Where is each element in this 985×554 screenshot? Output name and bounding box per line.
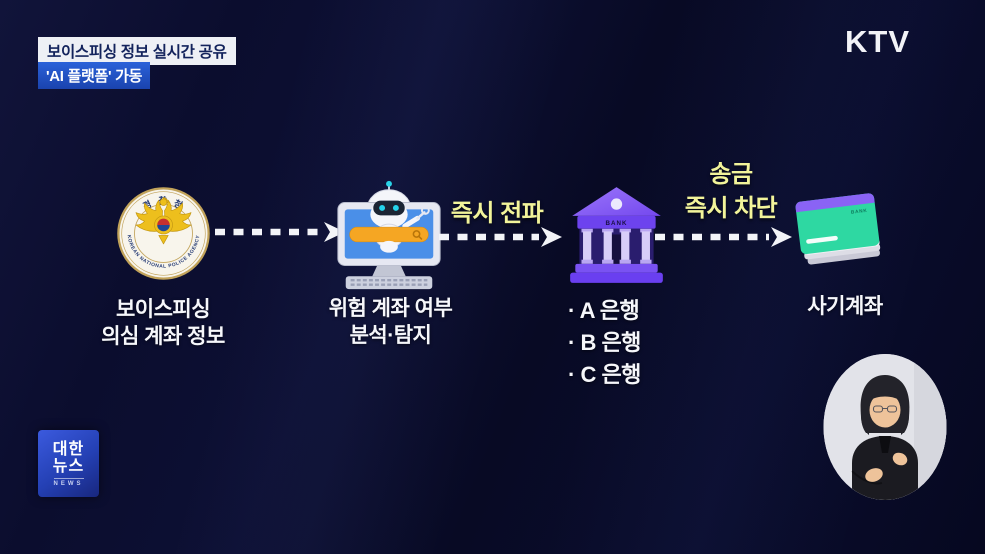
channel-logo: KTV bbox=[845, 24, 910, 59]
fraud-label: 사기계좌 bbox=[807, 295, 883, 318]
police-node-label: 보이스피싱 의심 계좌 정보 bbox=[78, 296, 248, 350]
edge-broadcast-text: 즉시 전파 bbox=[450, 200, 544, 227]
bank-list-item: · A 은행 bbox=[568, 298, 640, 323]
eagle-icon bbox=[135, 197, 192, 245]
bank-columns bbox=[581, 228, 652, 264]
bank-building-icon: BANK bbox=[570, 187, 663, 283]
passbook-icon: BANK bbox=[795, 193, 881, 265]
bank-sign-text: BANK bbox=[606, 220, 628, 227]
dashed-arrow-icon bbox=[655, 227, 792, 247]
news-logo-line1: 대한 bbox=[52, 440, 85, 458]
ai-node-label: 위험 계좌 여부 분석·탐지 bbox=[303, 295, 478, 349]
headline-secondary: 'AI 플랫폼' 가동 bbox=[38, 62, 151, 89]
edge-block-label: 송금 즉시 차단 bbox=[664, 158, 798, 226]
bank-list: · A 은행 · B 은행 · C 은행 bbox=[568, 295, 641, 391]
bank-list-item: · C 은행 bbox=[568, 362, 641, 387]
sign-language-interpreter bbox=[823, 354, 947, 500]
police-emblem-icon: 경 찰 청 KOREAN NATIONAL POLICE AGENCY bbox=[117, 187, 210, 280]
police-label-line1: 보이스피싱 bbox=[115, 298, 211, 321]
ai-label-line2: 분석·탐지 bbox=[349, 324, 432, 347]
police-label-line2: 의심 계좌 정보 bbox=[101, 325, 225, 348]
bank-list-item: · B 은행 bbox=[568, 330, 641, 355]
fraud-node-label: 사기계좌 bbox=[786, 293, 904, 320]
news-logo-sub: NEWS bbox=[53, 477, 84, 487]
edge-block-line1: 송금 bbox=[709, 161, 753, 188]
dashed-arrow-icon bbox=[215, 222, 345, 242]
edge-broadcast-label: 즉시 전파 bbox=[434, 193, 560, 228]
taegeuk-icon bbox=[157, 218, 170, 232]
headline-primary: 보이스피싱 정보 실시간 공유 bbox=[38, 37, 236, 65]
passbook-sign-text: BANK bbox=[851, 208, 868, 216]
ai-robot-computer-icon bbox=[337, 180, 441, 290]
daehan-news-logo: 대한 뉴스 NEWS bbox=[38, 430, 99, 497]
edge-block-line2: 즉시 차단 bbox=[684, 195, 778, 222]
news-logo-line2: 뉴스 bbox=[52, 457, 85, 475]
dashed-arrow-icon bbox=[439, 227, 562, 247]
ai-label-line1: 위험 계좌 여부 bbox=[328, 297, 453, 320]
